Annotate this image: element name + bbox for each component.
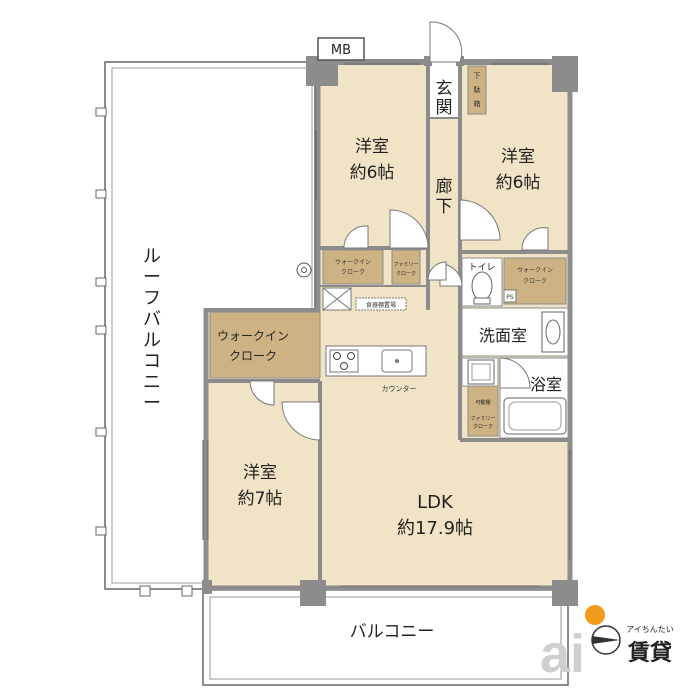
logo-small-text: アイちんたい: [626, 625, 674, 634]
ai-chintai-logo-icon: ai アイちんたい 賃貸: [540, 605, 674, 684]
windows: [202, 63, 571, 587]
family-closet-s-label-2: クローク: [473, 424, 493, 430]
mb-box: MB: [317, 37, 365, 61]
washroom-label: 洗面室: [479, 326, 527, 345]
roof-balcony-char: コ: [143, 351, 161, 372]
washbasin-icon: [541, 311, 565, 353]
movable-shelf-label: 可動棚: [475, 399, 490, 406]
logo-big-text: 賃貸: [627, 640, 672, 666]
toilet-icon: [471, 271, 493, 305]
fridge-space-icon: [322, 287, 352, 311]
balcony-label: バルコニー: [350, 622, 435, 642]
svg-text:ai: ai: [540, 624, 585, 684]
wic-w-label-2: クローク: [229, 349, 277, 363]
counter-label: カウンター: [382, 384, 417, 393]
kitchen-counter: [325, 345, 427, 377]
dish-storage: 食器棚置場: [355, 297, 407, 311]
room-sw-size: 約7帖: [238, 489, 283, 509]
roof-balcony-char: ニ: [143, 372, 161, 393]
hall-label-2: 下: [436, 197, 453, 217]
doors: [249, 21, 549, 441]
dish-storage-label: 食器棚置場: [366, 301, 396, 309]
bath-label: 浴室: [530, 375, 562, 394]
wic-ne-label-2: クローク: [523, 278, 547, 285]
stove-icon: [329, 349, 359, 373]
roof-balcony-char: ー: [143, 393, 161, 414]
family-closet-s-label-1: ファミリー: [470, 416, 495, 422]
roof-balcony-char: ー: [143, 267, 161, 288]
closets: [209, 65, 567, 437]
wic-w-label-1: ウォークイン: [217, 329, 289, 343]
north-compass-icon: [591, 625, 621, 655]
room-ne-name: 洋室: [501, 147, 535, 167]
room-sw-name: 洋室: [243, 463, 277, 483]
wic-ne-label-1: ウォークイン: [517, 266, 553, 274]
genkan-label-1: 玄: [436, 79, 453, 99]
room-nw-size: 約6帖: [350, 163, 395, 183]
roof-balcony-char: バ: [143, 309, 161, 330]
shoe-label-2: 駄: [474, 85, 481, 94]
genkan-label-2: 関: [436, 98, 453, 118]
family-closet-label-1: ファミリー: [393, 262, 418, 268]
room-ne-size: 約6帖: [496, 173, 541, 193]
ldk-name: LDK: [417, 492, 454, 513]
family-closet-label-2: クローク: [396, 271, 416, 277]
roof-balcony-char: ル: [143, 330, 161, 351]
shoe-label-1: 下: [474, 72, 481, 80]
pillars: [202, 56, 578, 606]
bathtub-icon: [503, 397, 567, 435]
toilet-label: トイレ: [468, 263, 495, 273]
room-nw-name: 洋室: [355, 137, 389, 157]
sink-icon: [381, 349, 413, 373]
wic-nw-label-2: クローク: [341, 269, 365, 276]
ldk-size: 約17.9帖: [397, 518, 473, 539]
hall-label-1: 廊: [436, 177, 453, 197]
roof-balcony-char: フ: [143, 288, 161, 309]
wic-nw-label-1: ウォークイン: [335, 258, 371, 266]
ps-label: PS: [506, 294, 514, 301]
roof-balcony-char: ル: [143, 246, 161, 267]
shoe-label-3: 箱: [474, 99, 481, 108]
mb-label: MB: [331, 43, 351, 58]
roof-balcony-label: ル ー フ バ ル コ ニ ー: [143, 246, 161, 414]
washing-machine-icon: [467, 359, 495, 385]
meter-icon: [296, 262, 312, 278]
